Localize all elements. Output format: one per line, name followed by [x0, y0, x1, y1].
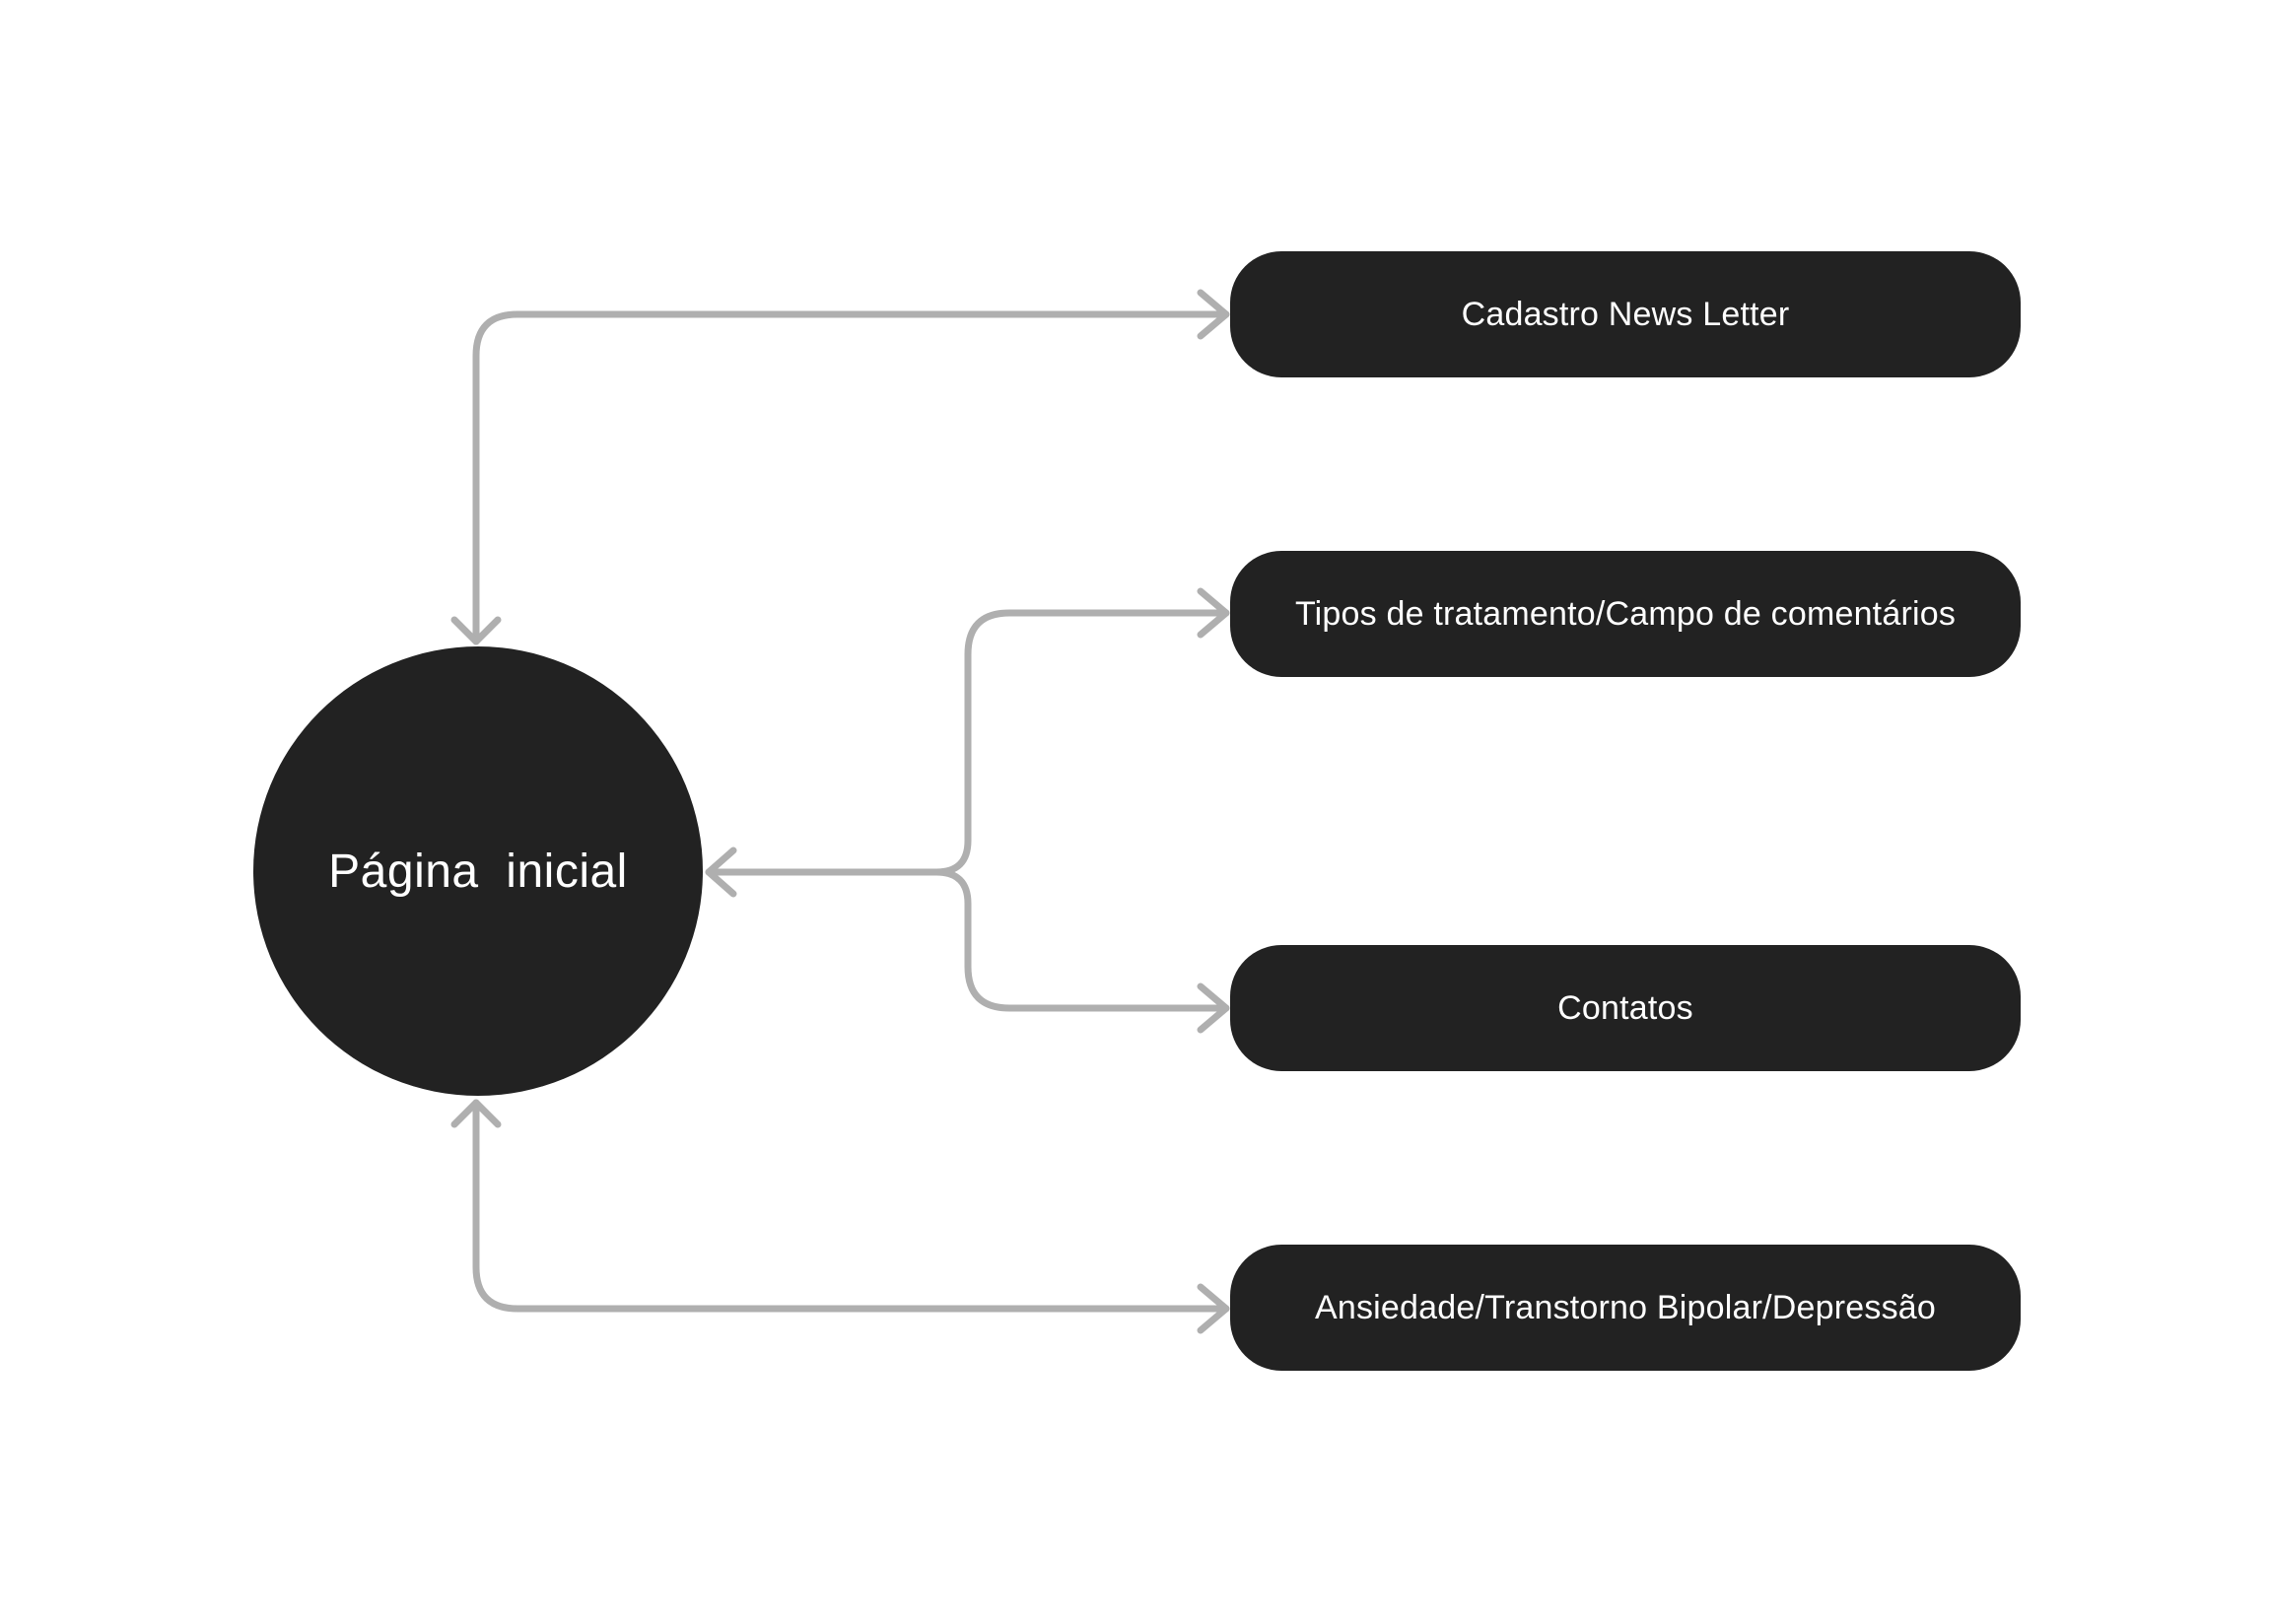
- connector-home-disorders-line[interactable]: [472, 1099, 1230, 1313]
- node-disorders-label: Ansiedade/Transtorno Bipolar/Depressão: [1314, 1288, 1937, 1326]
- arrowhead-up-home-icon: [450, 1099, 502, 1128]
- node-newsletter-label: Cadastro News Letter: [1461, 295, 1790, 333]
- arrowhead-right-treatment-icon: [1197, 587, 1230, 639]
- arrowhead-left-home-icon: [705, 846, 737, 898]
- connector-home-contacts-line[interactable]: [932, 868, 1230, 1012]
- node-newsletter[interactable]: Cadastro News Letter: [1230, 251, 2021, 377]
- node-contacts[interactable]: Contatos: [1230, 945, 2021, 1071]
- connector-home-treatment-line[interactable]: [705, 609, 1230, 876]
- connector-home-disorders[interactable]: [450, 1099, 1230, 1334]
- node-treatment[interactable]: Tipos de tratamento/Campo de comentários: [1230, 551, 2021, 677]
- arrowhead-right-newsletter-icon: [1197, 289, 1230, 340]
- connector-home-contacts[interactable]: [932, 868, 1230, 1034]
- node-disorders[interactable]: Ansiedade/Transtorno Bipolar/Depressão: [1230, 1245, 2021, 1371]
- connector-home-newsletter[interactable]: [450, 289, 1230, 645]
- node-home[interactable]: Página inicial: [253, 646, 703, 1096]
- arrowhead-right-disorders-icon: [1197, 1283, 1230, 1334]
- arrowhead-right-contacts-icon: [1197, 982, 1230, 1034]
- connector-home-treatment[interactable]: [705, 587, 1230, 898]
- node-contacts-label: Contatos: [1557, 988, 1693, 1027]
- connector-home-newsletter-line[interactable]: [472, 310, 1230, 645]
- arrowhead-down-home-icon: [450, 616, 502, 645]
- node-treatment-label: Tipos de tratamento/Campo de comentários: [1294, 594, 1957, 633]
- node-home-label: Página inicial: [328, 845, 628, 898]
